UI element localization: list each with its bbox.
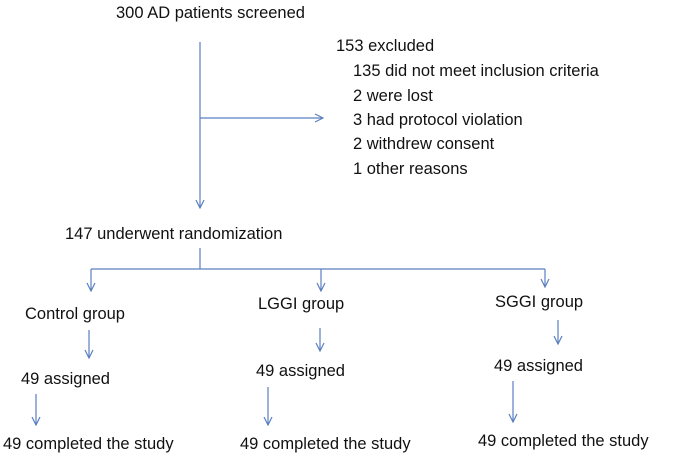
lggi-group-label: LGGI group [258, 295, 345, 313]
randomization-label: 147 underwent randomization [65, 225, 283, 243]
excluded-title: 153 excluded [336, 37, 435, 55]
exclusion-reason-item: 2 withdrew consent [353, 135, 495, 153]
lggi-completed-label: 49 completed the study [240, 435, 411, 453]
exclusion-reason-item: 3 had protocol violation [353, 111, 523, 129]
sggi-completed-label: 49 completed the study [478, 432, 649, 450]
sggi-group-label: SGGI group [495, 293, 584, 311]
lggi-assigned-label: 49 assigned [256, 362, 345, 380]
control-group-label: Control group [25, 305, 125, 323]
exclusion-reason-item: 135 did not meet inclusion criteria [353, 62, 599, 80]
screened-label: 300 AD patients screened [116, 4, 305, 22]
control-assigned-label: 49 assigned [21, 370, 110, 388]
control-completed-label: 49 completed the study [3, 435, 174, 453]
exclusion-reason-item: 1 other reasons [353, 160, 468, 178]
sggi-assigned-label: 49 assigned [494, 357, 583, 375]
exclusion-reason-item: 2 were lost [353, 87, 433, 105]
